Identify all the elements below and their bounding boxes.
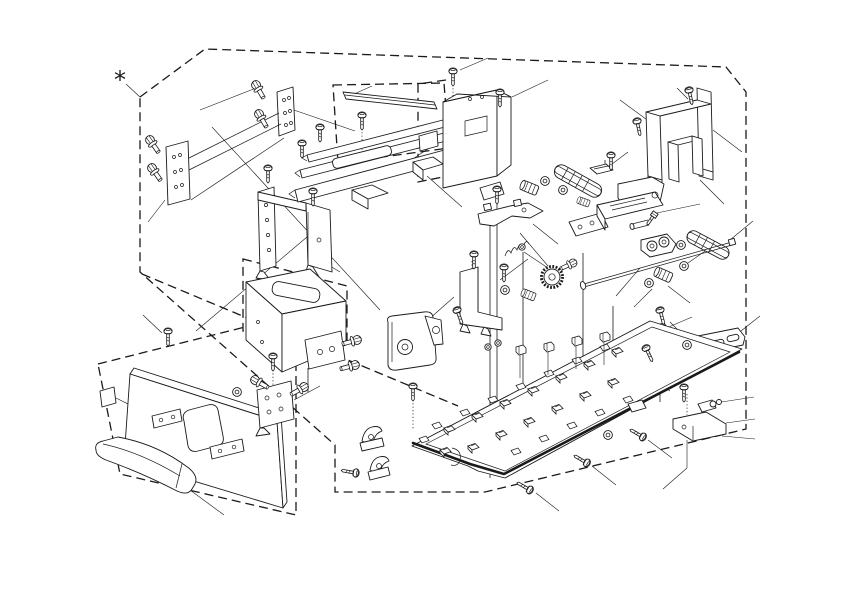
screw-icon <box>408 382 418 402</box>
screw-icon <box>357 111 367 131</box>
screw-icon <box>163 327 173 347</box>
hanging-holder <box>571 335 583 347</box>
roller-bushing-group <box>652 265 674 284</box>
washer-icon <box>679 261 689 271</box>
washer-icon <box>644 278 654 288</box>
screw-icon <box>654 305 669 327</box>
washer-icon <box>540 176 550 186</box>
hanging-holder <box>543 341 555 353</box>
timing-belt-lower <box>686 230 730 260</box>
hanging-holder <box>515 344 527 356</box>
leader-line <box>459 57 489 71</box>
drive-motor <box>387 311 444 371</box>
left-channel-bracket <box>255 186 333 281</box>
slider-assembly <box>568 176 665 237</box>
leader-line <box>699 179 725 205</box>
hanging-holder <box>599 331 611 343</box>
coil-spring <box>504 241 530 257</box>
leader-line <box>511 79 549 98</box>
leader-line <box>591 465 617 486</box>
outer-service-boundary <box>139 48 747 493</box>
hex-bolt-icon <box>644 210 659 228</box>
shoulder-bolt-icon <box>338 358 361 375</box>
front-panel <box>99 367 288 509</box>
screw-icon <box>297 139 307 159</box>
center-bracket-plate <box>459 266 503 337</box>
leader-line <box>725 418 756 424</box>
leader-line <box>211 126 381 311</box>
leader-line <box>651 203 701 215</box>
drive-gear <box>519 256 579 302</box>
leader-line <box>619 99 651 123</box>
screw-icon <box>469 250 479 270</box>
base-plate-details <box>418 331 634 458</box>
screw-icon <box>679 383 689 403</box>
timing-belt-upper <box>553 164 603 198</box>
power-unit-box <box>418 89 512 201</box>
screw-icon <box>627 425 649 443</box>
nut-icon <box>518 243 526 251</box>
leader-line <box>293 385 321 401</box>
leader-line <box>189 489 225 516</box>
latch-plate <box>477 198 544 227</box>
nut-icon <box>494 339 502 347</box>
screw-icon <box>340 465 361 479</box>
leader-line <box>426 175 463 208</box>
shoulder-bolt-icon <box>142 133 164 157</box>
latch-tab <box>589 163 614 175</box>
panel-mount-plate <box>255 380 295 437</box>
leader-line <box>667 285 691 304</box>
panel-handle <box>95 436 197 494</box>
plate-hole <box>459 408 471 417</box>
leader-line <box>535 492 560 512</box>
plate-hole <box>431 421 443 430</box>
leader-line <box>519 232 549 267</box>
screw-icon <box>263 164 273 184</box>
screw-icon <box>571 451 593 469</box>
shoulder-bolt-icon <box>144 161 166 185</box>
asterisk-marker: * <box>114 66 126 94</box>
release-levers <box>359 426 391 481</box>
nut-icon <box>484 343 492 351</box>
drive-shaft <box>579 237 737 290</box>
screw-icon <box>315 123 325 143</box>
washer-icon <box>558 185 568 195</box>
leader-line <box>729 220 754 241</box>
top-left-angle-bracket <box>165 86 296 206</box>
washer-icon <box>232 387 242 397</box>
cover-strip <box>342 91 438 110</box>
washer-icon <box>603 430 613 440</box>
shield-enclosure <box>245 268 347 373</box>
leader-line <box>676 87 689 100</box>
leader-line <box>647 439 673 459</box>
right-u-bracket <box>645 87 714 189</box>
leader-line <box>532 223 559 245</box>
shoulder-bolt-icon <box>249 78 269 102</box>
leader-line <box>287 107 356 132</box>
leader-line <box>142 314 163 334</box>
shoulder-bolt-icon <box>252 107 272 131</box>
washer-icon <box>676 240 686 250</box>
leader-line <box>633 288 653 308</box>
leader-line <box>662 467 688 490</box>
screw-icon <box>448 67 458 87</box>
leader-line <box>615 267 641 297</box>
corner-l-bracket <box>639 363 727 442</box>
screw-icon <box>631 116 645 137</box>
leader-line <box>687 248 709 264</box>
washer-icon <box>682 340 692 350</box>
leader-line <box>147 199 166 223</box>
leader-line <box>523 251 549 269</box>
leader-line <box>199 87 257 111</box>
leader-line <box>721 435 756 440</box>
leader-line <box>712 129 743 153</box>
leader-line <box>740 315 761 332</box>
pivot-bracket <box>640 233 677 258</box>
washer-icon <box>500 285 510 295</box>
